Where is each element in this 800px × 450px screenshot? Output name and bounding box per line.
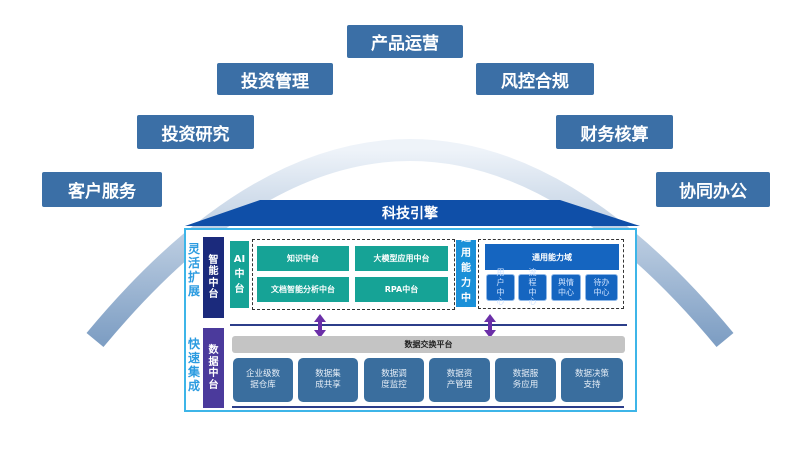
data-tile: 数据集成共享 bbox=[298, 358, 358, 402]
general-domain: 通用能力域 bbox=[485, 244, 619, 270]
side-lower: 快速集成 bbox=[187, 337, 200, 393]
general-tile: 舆情中心 bbox=[551, 274, 581, 301]
side-upper: 灵活扩展 bbox=[187, 242, 200, 298]
ai-tile: 文档智能分析中台 bbox=[257, 277, 349, 302]
divider bbox=[232, 406, 624, 408]
ai-tile: RPA中台 bbox=[355, 277, 448, 302]
data-tile: 数据调度监控 bbox=[364, 358, 424, 402]
smart-hub: 智能中台 bbox=[203, 237, 224, 318]
ai-hub: AI中台 bbox=[230, 241, 249, 308]
data-hub: 数据中台 bbox=[203, 328, 224, 408]
general-tile: 待办中心 bbox=[585, 274, 618, 301]
roof bbox=[185, 200, 640, 226]
data-tile: 企业级数据仓库 bbox=[233, 358, 293, 402]
divider bbox=[230, 324, 627, 326]
ai-tile: 大模型应用中台 bbox=[355, 246, 448, 271]
label-finance: 财务核算 bbox=[556, 115, 673, 149]
label-customer-service: 客户服务 bbox=[42, 172, 162, 207]
label-investment-mgmt: 投资管理 bbox=[217, 63, 333, 95]
general-group bbox=[478, 239, 624, 309]
data-tile: 数据决策支持 bbox=[561, 358, 623, 402]
label-risk-compliance: 风控合规 bbox=[476, 63, 594, 95]
label-product-ops: 产品运营 bbox=[347, 25, 463, 58]
label-investment-research: 投资研究 bbox=[137, 115, 254, 149]
label-office: 协同办公 bbox=[656, 172, 770, 207]
roof-title: 科技引擎 bbox=[382, 206, 438, 222]
ai-tile: 知识中台 bbox=[257, 246, 349, 271]
double-arrow-icon bbox=[314, 314, 496, 338]
exchange-platform: 数据交换平台 bbox=[232, 336, 625, 353]
ai-group bbox=[252, 239, 455, 310]
data-tile: 数据服务应用 bbox=[495, 358, 556, 402]
data-tile: 数据资产管理 bbox=[429, 358, 490, 402]
